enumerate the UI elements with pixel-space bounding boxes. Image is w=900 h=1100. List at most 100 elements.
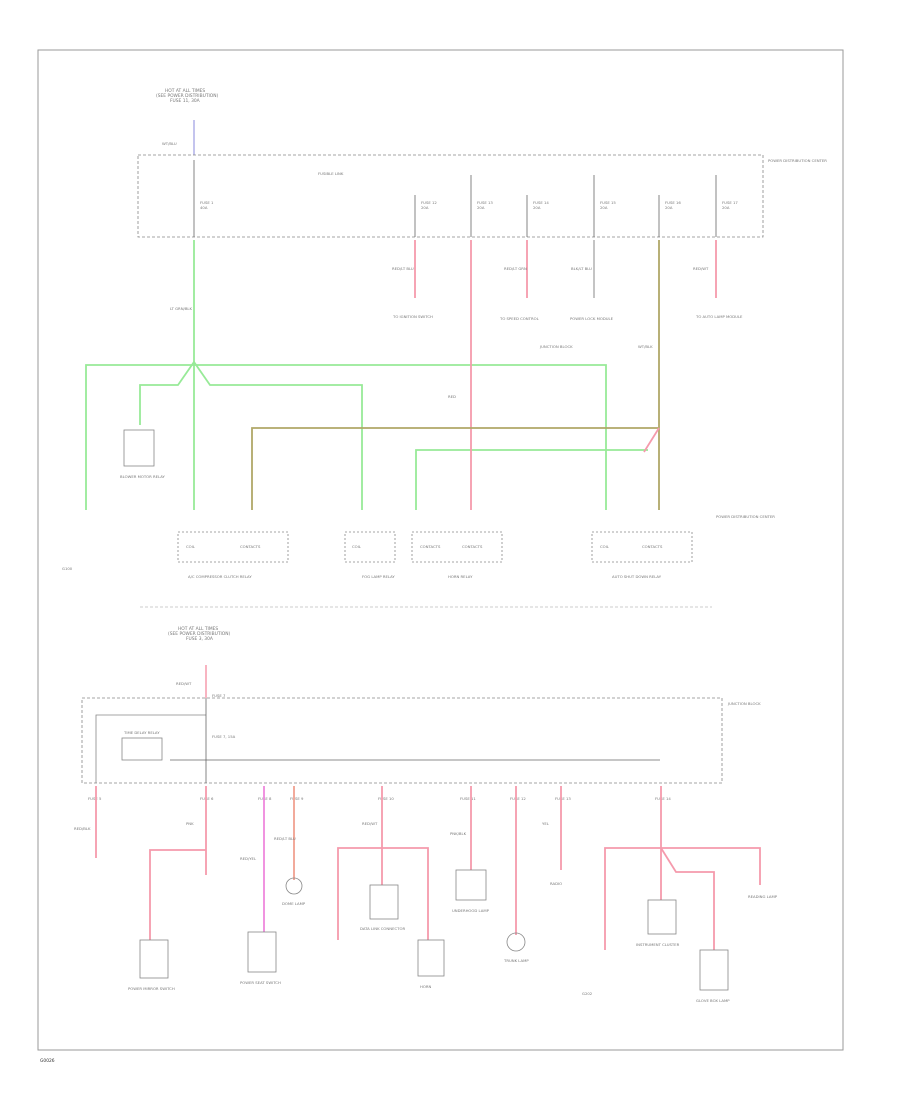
fuse-14-name: FUSE 14 — [533, 200, 549, 205]
power-mirror-switch-label: POWER MIRROR SWITCH — [128, 986, 175, 991]
fuse-12-rating: 20A — [421, 205, 429, 210]
top-source-sub: (SEE POWER DISTRIBUTION) — [156, 93, 219, 99]
fuse-12-name: FUSE 12 — [421, 200, 437, 205]
trunk-lamp-icon — [506, 932, 526, 952]
out-fuse-13: FUSE 13 — [555, 796, 571, 801]
top-bus-label: FUSE 7 — [212, 693, 226, 698]
fuse-14: FUSE 14 20A — [526, 195, 549, 237]
fuse-17-rating: 20A — [722, 205, 730, 210]
fuse-17-name: FUSE 17 — [722, 200, 738, 205]
fusible-link-label: FUSIBLE LINK — [318, 171, 344, 176]
coil-label-2: COIL — [352, 544, 362, 549]
fuse-1: FUSE 1 40A — [193, 160, 214, 237]
out-fuse-5: FUSE 5 — [88, 796, 102, 801]
junction-block-label: JUNCTION BLOCK — [539, 344, 573, 349]
coil-label-1: COIL — [186, 544, 196, 549]
time-delay-relay-label: TIME DELAY RELAY — [123, 730, 160, 735]
time-delay-relay — [121, 737, 163, 761]
out-fuse-12: FUSE 12 — [510, 796, 526, 801]
data-link-connector-label: DATA LINK CONNECTOR — [360, 926, 405, 931]
green-wiring — [85, 240, 648, 510]
reading-lamp-label: READING LAMP — [748, 894, 778, 899]
bottom-source-sub: (SEE POWER DISTRIBUTION) — [168, 631, 231, 637]
bottom-wire-1: RED/BLK — [74, 826, 91, 831]
contacts-label-4: CONTACTS — [642, 544, 663, 549]
bottom-wire-7: YEL — [542, 821, 550, 826]
fuse-7-label: FUSE 7, 15A — [212, 734, 236, 739]
dome-lamp-label: DOME LAMP — [282, 901, 306, 906]
top-section: HOT AT ALL TIMES (SEE POWER DISTRIBUTION… — [62, 88, 827, 579]
bottom-section: HOT AT ALL TIMES (SEE POWER DISTRIBUTION… — [74, 626, 778, 1003]
top-output-stubs: RED/LT BLU RED/LT GRN BLK/LT BLU RED/WT … — [392, 240, 743, 321]
ground-g202: G202 — [582, 991, 593, 996]
horn-label: HORN — [420, 984, 431, 989]
bottom-wire-3: RED/YEL — [240, 856, 257, 861]
stub-wire-4: RED/WT — [693, 266, 709, 271]
junction-block-box — [81, 697, 723, 784]
horn-switch — [417, 939, 445, 977]
data-link-connector — [369, 884, 399, 920]
top-source-ref: FUSE 11, 30A — [170, 98, 200, 104]
green-wire-label: LT GRN/BLK — [170, 306, 193, 311]
bottom-wiring — [95, 786, 761, 950]
dome-lamp-icon — [285, 877, 303, 895]
underhood-lamp — [455, 869, 487, 901]
out-fuse-14: FUSE 14 — [655, 796, 671, 801]
power-distribution-center-box — [137, 154, 764, 238]
ref-ignition: TO IGNITION SWITCH — [392, 314, 433, 319]
stub-wire-3: BLK/LT BLU — [571, 266, 592, 271]
ref-power-lock: POWER LOCK MODULE — [570, 316, 614, 321]
fuse-12: FUSE 12 20A — [414, 195, 437, 237]
contacts-label-1: CONTACTS — [240, 544, 261, 549]
olive-bus — [251, 427, 659, 510]
power-seat-switch — [247, 931, 277, 973]
power-seat-switch-label: POWER SEAT SWITCH — [240, 980, 281, 985]
olive-to-relay — [643, 427, 660, 453]
stub-wire-1: RED/LT BLU — [392, 266, 414, 271]
power-mirror-switch — [139, 939, 169, 979]
pdc-side-label: POWER DISTRIBUTION CENTER — [716, 514, 775, 519]
contacts-label-3: CONTACTS — [462, 544, 483, 549]
stub-wire-2: RED/LT GRN — [504, 266, 527, 271]
radio-label: RADIO — [550, 881, 562, 886]
fuse-17: FUSE 17 20A — [715, 175, 738, 237]
jb-label: JUNCTION BLOCK — [727, 701, 761, 706]
blower-motor-relay-label: BLOWER MOTOR RELAY — [120, 474, 166, 479]
out-fuse-9: FUSE 9 — [290, 796, 304, 801]
contacts-label-2: CONTACTS — [420, 544, 441, 549]
out-fuse-11: FUSE 11 — [460, 796, 476, 801]
glove-box-lamp — [699, 949, 729, 991]
trunk-lamp-label: TRUNK LAMP — [503, 958, 529, 963]
fuse-13: FUSE 13 20A — [470, 175, 493, 237]
bottom-wire-6: PNK/BLK — [450, 831, 467, 836]
bottom-wire-4: RED/LT BLU — [274, 836, 296, 841]
top-feed-wire: WT/BLU — [162, 141, 177, 146]
out-fuse-10: FUSE 10 — [378, 796, 394, 801]
glove-box-lamp-label: GLOVE BOX LAMP — [696, 998, 730, 1003]
fuse-15: FUSE 15 20A — [593, 175, 616, 237]
fuse-1-rating: 40A — [200, 205, 208, 210]
fuse-13-name: FUSE 13 — [477, 200, 493, 205]
out-fuse-8: FUSE 8 — [258, 796, 272, 801]
ground-g100: G100 — [62, 566, 73, 571]
jb-left-bus — [95, 714, 206, 783]
horn-relay-label: HORN RELAY — [448, 574, 473, 579]
fuse-14-rating: 20A — [533, 205, 541, 210]
relay-boxes — [177, 531, 693, 563]
fuse-16: FUSE 16 20A — [658, 195, 681, 237]
fuse-16-name: FUSE 16 — [665, 200, 681, 205]
pdc-label: POWER DISTRIBUTION CENTER — [768, 158, 827, 163]
fuse-15-name: FUSE 15 — [600, 200, 616, 205]
fuse-15-rating: 20A — [600, 205, 608, 210]
out-fuse-6: FUSE 6 — [200, 796, 214, 801]
top-source-title: HOT AT ALL TIMES — [165, 88, 205, 94]
ac-compressor-relay-label: A/C COMPRESSOR CLUTCH RELAY — [188, 574, 252, 579]
ref-speed-control: TO SPEED CONTROL — [499, 316, 540, 321]
auto-shutdown-relay-label: AUTO SHUT DOWN RELAY — [612, 574, 662, 579]
bottom-wire-2: PNK — [186, 821, 194, 826]
page-id: G0026 — [40, 1058, 55, 1064]
ref-auto-lamp: TO AUTO LAMP MODULE — [695, 314, 743, 319]
fuse-1-name: FUSE 1 — [200, 200, 214, 205]
blower-motor-relay — [123, 429, 155, 467]
